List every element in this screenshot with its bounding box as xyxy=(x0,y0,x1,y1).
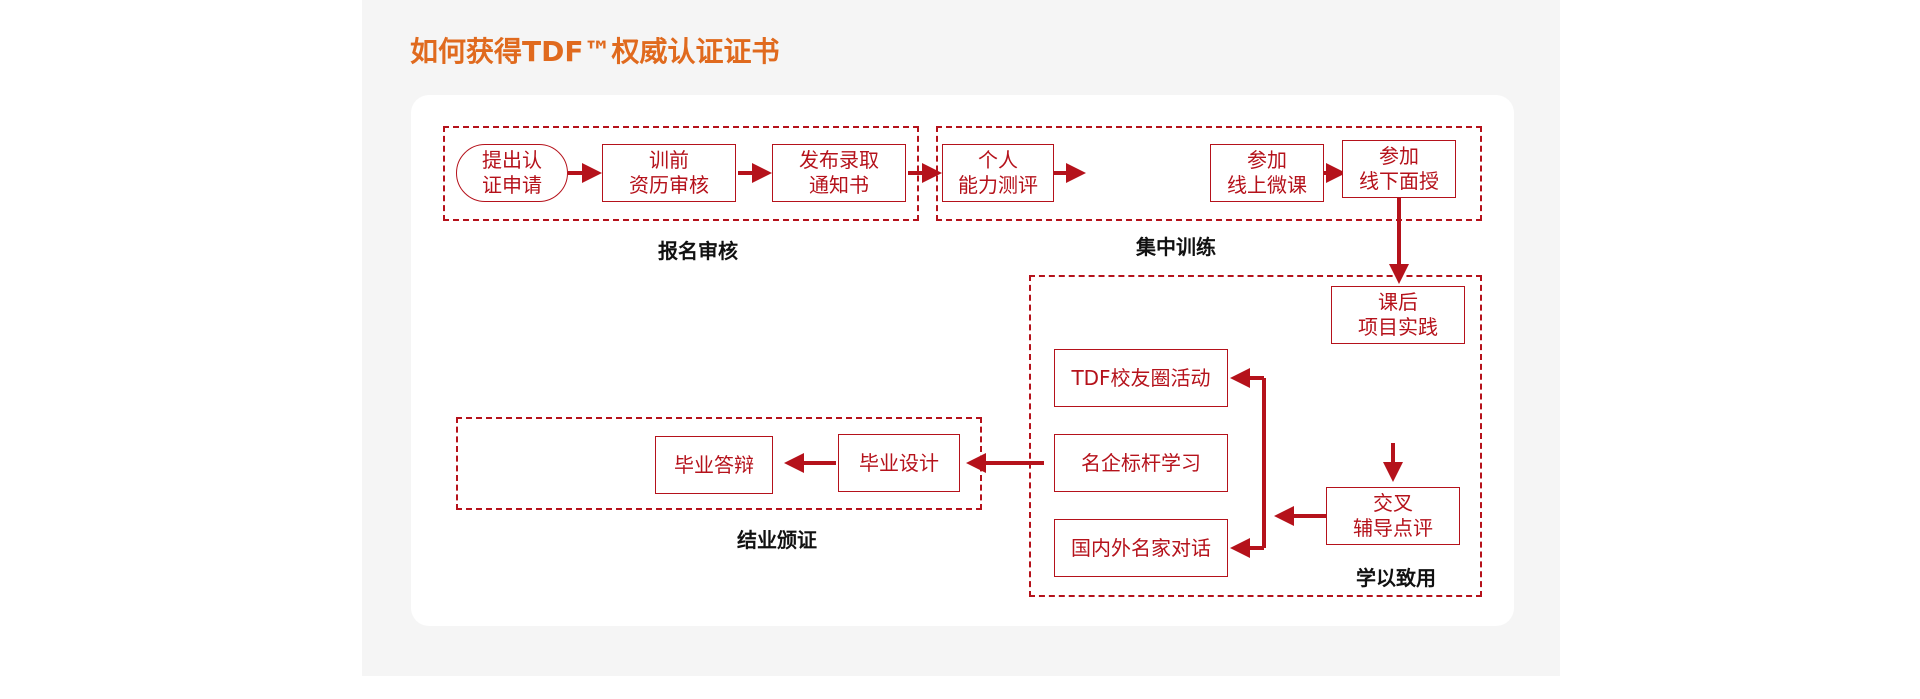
step-expert-dialogue: 国内外名家对话 xyxy=(1054,519,1228,577)
step-pre-training-review: 训前 资历审核 xyxy=(602,144,736,202)
step-cross-coaching: 交叉 辅导点评 xyxy=(1326,487,1460,545)
step-apply-certification: 提出认 证申请 xyxy=(456,144,568,202)
step-graduation-defense: 毕业答辩 xyxy=(655,436,773,494)
group-label-graduate: 结业颁证 xyxy=(737,528,817,552)
group-label-apply: 学以致用 xyxy=(1356,566,1436,590)
page-title: 如何获得TDF™权威认证证书 xyxy=(410,35,780,68)
step-project-practice: 课后 项目实践 xyxy=(1331,286,1465,344)
step-offline-class: 参加 线下面授 xyxy=(1342,140,1456,198)
step-graduation-design: 毕业设计 xyxy=(838,434,960,492)
group-label-training: 集中训练 xyxy=(1136,235,1216,259)
group-label-signup: 报名审核 xyxy=(658,239,738,263)
step-ability-assessment: 个人 能力测评 xyxy=(942,144,1054,202)
group-apply xyxy=(1029,275,1482,597)
step-online-microcourse: 参加 线上微课 xyxy=(1210,144,1324,202)
step-benchmark-learning: 名企标杆学习 xyxy=(1054,434,1228,492)
step-alumni-activity: TDF校友圈活动 xyxy=(1054,349,1228,407)
step-admission-notice: 发布录取 通知书 xyxy=(772,144,906,202)
